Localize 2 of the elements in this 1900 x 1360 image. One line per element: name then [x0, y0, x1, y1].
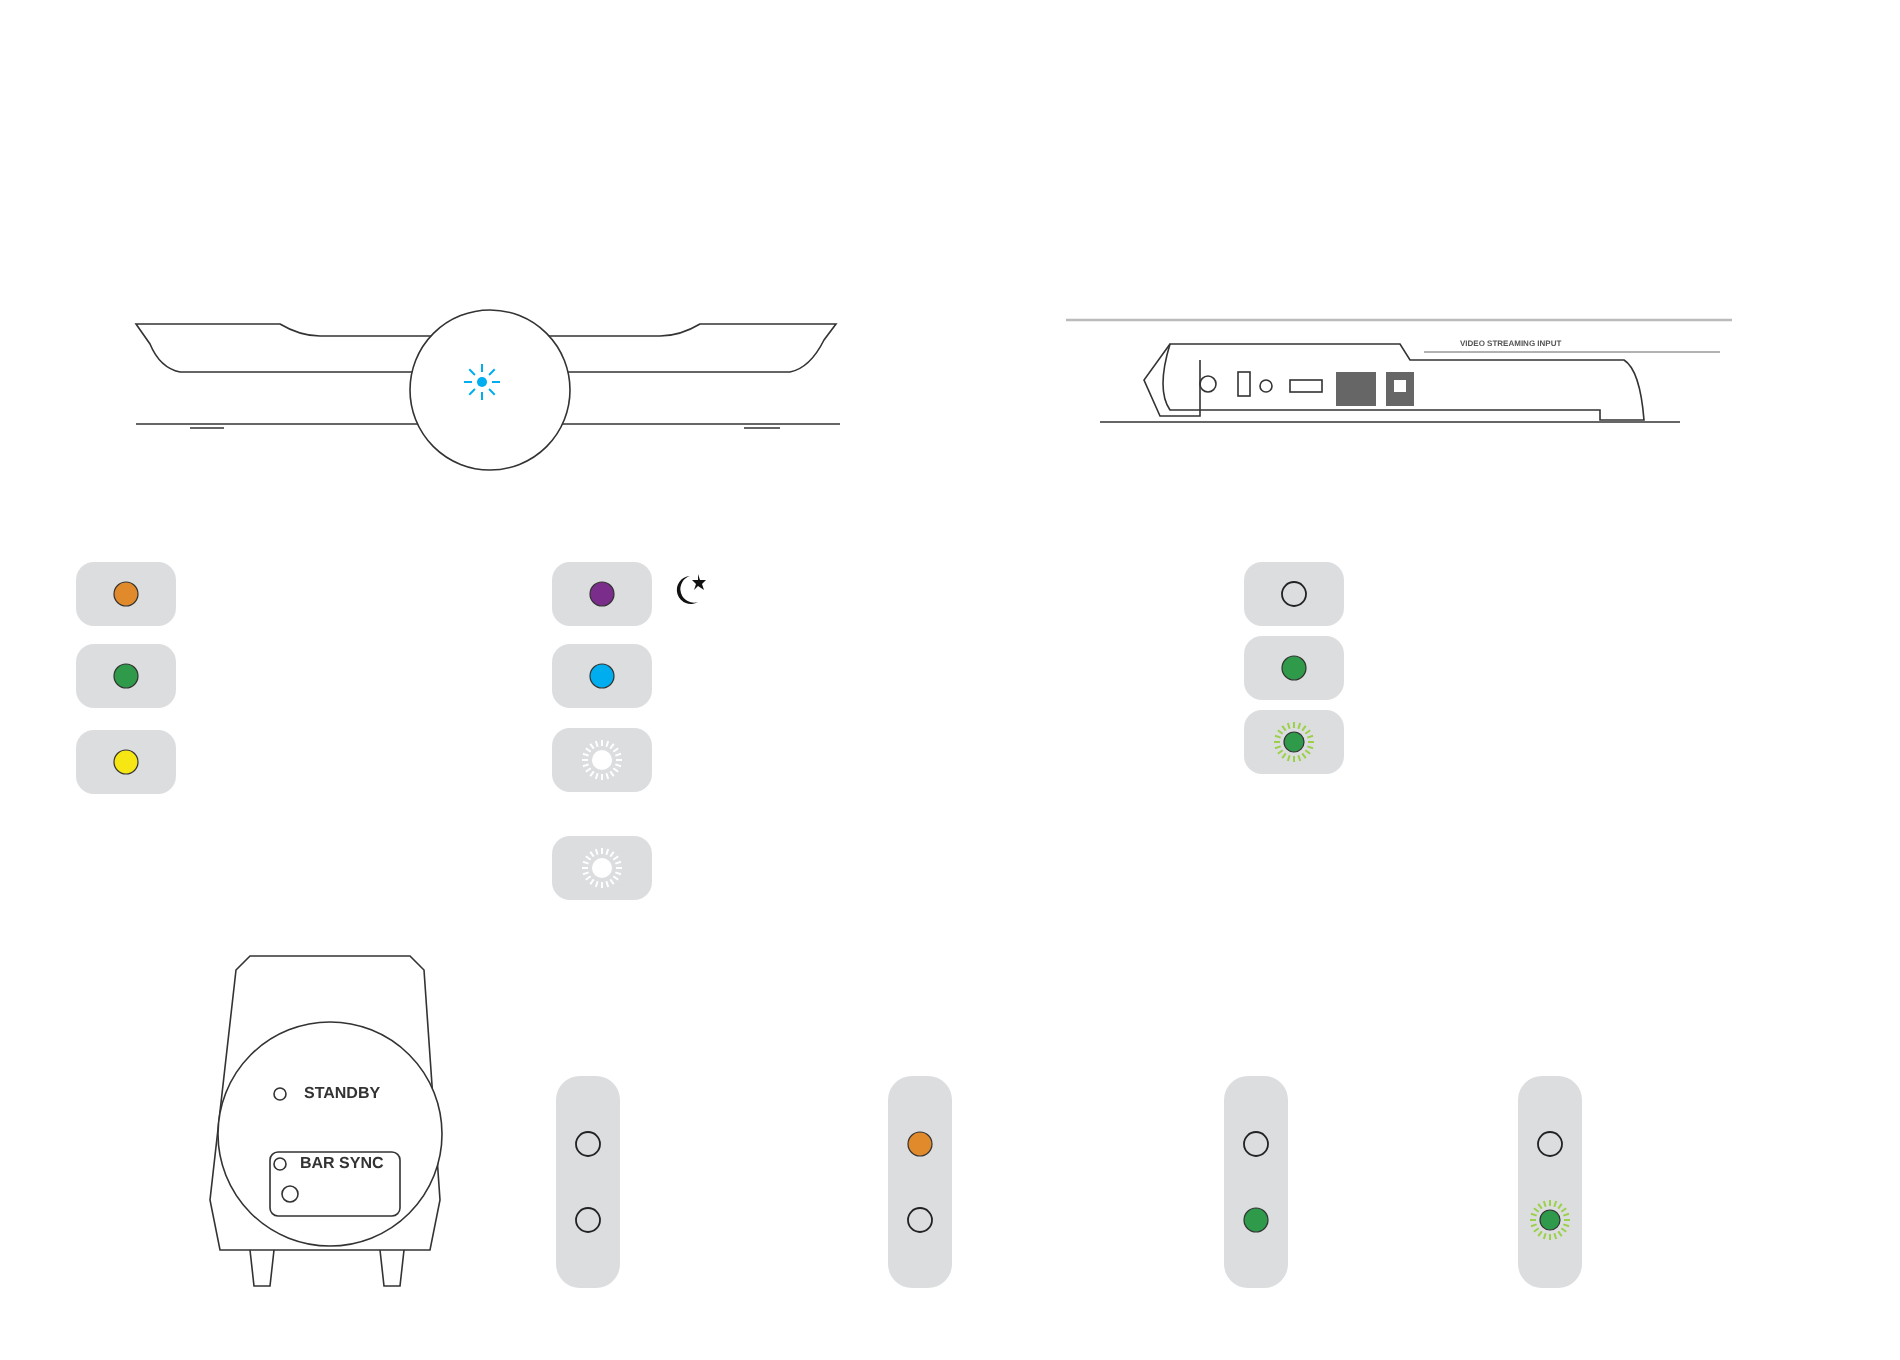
indicator-label: BAR SYNC [300, 1156, 384, 1172]
indicator-label: STANDBY [304, 1086, 381, 1102]
